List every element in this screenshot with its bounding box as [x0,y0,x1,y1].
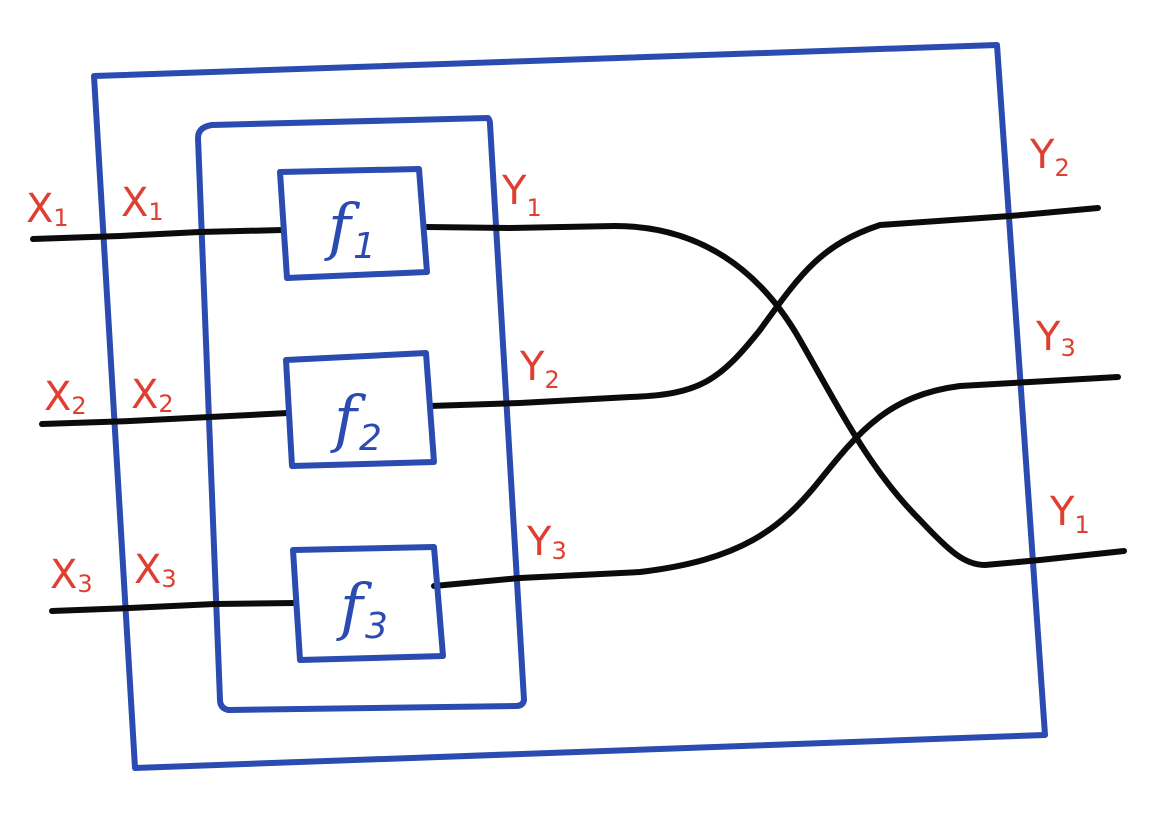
inner-output-label-1: Y1 [501,168,542,222]
output-wire-y2 [427,205,1101,409]
function-box-2 [283,350,437,469]
wires [30,205,1127,614]
inner-input-label-1: X1 [121,180,164,226]
output-wire-y1 [424,223,1127,568]
outer-input-label-3: X3 [50,552,93,598]
outer-output-label-y1: Y1 [1049,489,1090,539]
inner-input-label-3: X3 [134,547,177,593]
function-label-2: f2 [330,382,382,459]
input-wire-3 [49,600,299,614]
function-label-3: f3 [336,570,388,647]
function-label-1: f1 [324,190,376,267]
outer-input-label-2: X2 [44,374,87,420]
input-wire-1 [30,227,286,242]
output-wire-y3 [431,374,1121,589]
inner-box [195,115,527,713]
outer-output-label-y2: Y2 [1029,132,1070,182]
input-wire-2 [39,410,291,427]
function-box-3 [290,544,446,663]
function-box-1 [277,166,430,281]
outer-input-label-1: X1 [26,186,69,232]
inner-output-label-2: Y2 [519,344,560,394]
inner-input-label-2: X2 [131,372,174,418]
inner-output-label-3: Y3 [526,519,567,565]
outer-output-label-y3: Y3 [1035,314,1076,362]
outer-box [91,42,1048,771]
